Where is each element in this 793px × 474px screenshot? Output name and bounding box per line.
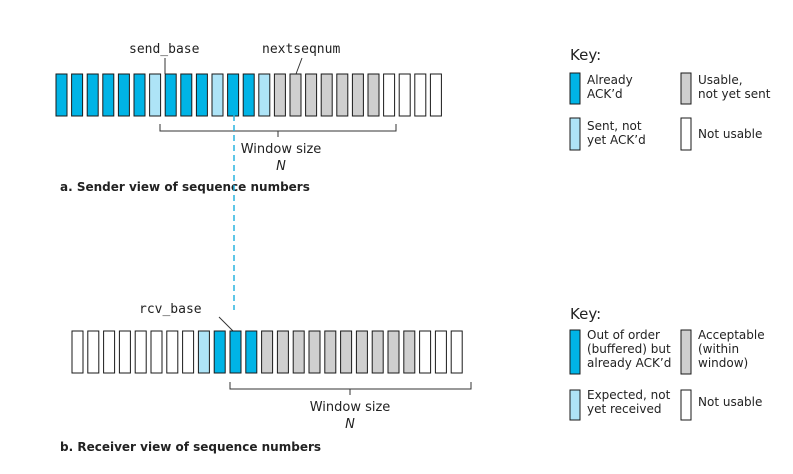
sender-cell-usable (305, 73, 318, 117)
sender-cell-acked (227, 73, 240, 117)
receiver-key-swatch-ooo (569, 329, 581, 375)
receiver-cell-acceptable (355, 330, 368, 374)
receiver-key-swatch-acceptable (680, 329, 692, 375)
sender-key-label-acked: ACK’d (587, 87, 623, 101)
sender-cell-acked (55, 73, 68, 117)
receiver-cell-acceptable (403, 330, 416, 374)
receiver-caption: b. Receiver view of sequence numbers (60, 440, 321, 454)
receiver-cell-acceptable (308, 330, 321, 374)
receiver-key-label-expected: Expected, not (587, 388, 671, 402)
receiver-sequence-cells (71, 330, 463, 374)
receiver-key-swatch-not (680, 389, 692, 421)
sender-view: send_base nextseqnum Window size N a. Se… (55, 42, 771, 194)
receiver-key-label-not: Not usable (698, 395, 762, 409)
receiver-key-label-acceptable: (within (698, 342, 739, 356)
send-base-label: send_base (129, 42, 200, 57)
receiver-key-label-ooo: already ACK’d (587, 356, 671, 370)
receiver-cell-not (134, 330, 147, 374)
sender-cell-usable (367, 73, 380, 117)
sender-key-label-usable: Usable, (698, 73, 743, 87)
sender-key-label-acked: Already (587, 73, 633, 87)
nextseqnum-label: nextseqnum (262, 42, 340, 57)
sender-cell-sent (211, 73, 224, 117)
sender-caption: a. Sender view of sequence numbers (60, 180, 310, 194)
sender-key-swatch-sent (569, 117, 581, 151)
rcv-base-pointer (218, 316, 234, 332)
receiver-cell-not (419, 330, 432, 374)
receiver-cell-not (87, 330, 100, 374)
receiver-key-label-acceptable: window) (698, 356, 748, 370)
receiver-cell-not (118, 330, 131, 374)
receiver-cell-not (434, 330, 447, 374)
sender-cell-acked (195, 73, 208, 117)
receiver-cell-ooo (229, 330, 242, 374)
sender-window-bracket (159, 124, 397, 132)
receiver-window-var: N (345, 417, 355, 432)
receiver-cell-expected (197, 330, 210, 374)
receiver-window-label: Window size (310, 400, 391, 415)
sender-cell-not (383, 73, 396, 117)
sender-cell-acked (117, 73, 130, 117)
receiver-cell-ooo (245, 330, 258, 374)
receiver-cell-acceptable (340, 330, 353, 374)
receiver-cell-not (166, 330, 179, 374)
sender-cell-not (414, 73, 427, 117)
sender-cell-sent (258, 73, 271, 117)
receiver-cell-acceptable (292, 330, 305, 374)
sender-cell-usable (320, 73, 333, 117)
sender-cell-acked (71, 73, 84, 117)
sender-cell-acked (180, 73, 193, 117)
receiver-cell-not (71, 330, 84, 374)
receiver-key-label-acceptable: Acceptable (698, 328, 765, 342)
sender-window-label: Window size (241, 142, 322, 157)
rcv-base-label: rcv_base (139, 302, 202, 317)
receiver-cell-ooo (213, 330, 226, 374)
sender-cell-acked (133, 73, 146, 117)
receiver-key-swatch-expected (569, 389, 581, 421)
sender-key-swatch-acked (569, 72, 581, 105)
receiver-view: rcv_base Window size N b. Receiver view … (60, 302, 765, 454)
receiver-cell-acceptable (276, 330, 289, 374)
sender-cell-usable (273, 73, 286, 117)
receiver-window-bracket (229, 382, 472, 390)
sender-cell-sent (149, 73, 162, 117)
sender-cell-usable (351, 73, 364, 117)
sender-cell-usable (336, 73, 349, 117)
receiver-cell-acceptable (387, 330, 400, 374)
receiver-key-label-expected: yet received (587, 402, 661, 416)
sender-key-label-sent: Sent, not (587, 119, 642, 133)
sender-cell-acked (86, 73, 99, 117)
receiver-cell-not (182, 330, 195, 374)
nextseqnum-pointer (295, 57, 303, 75)
receiver-key-label-ooo: (buffered) but (587, 342, 671, 356)
receiver-cell-not (150, 330, 163, 374)
receiver-cell-not (103, 330, 116, 374)
sender-key-swatch-not (680, 117, 692, 151)
receiver-cell-not (450, 330, 463, 374)
receiver-key-title: Key: (570, 305, 601, 323)
receiver-key-label-ooo: Out of order (587, 328, 660, 342)
sender-cell-usable (289, 73, 302, 117)
sender-cell-acked (242, 73, 255, 117)
sender-window-var: N (276, 159, 286, 174)
sender-key-swatch-usable (680, 72, 692, 105)
receiver-cell-acceptable (371, 330, 384, 374)
sender-sequence-cells (55, 73, 442, 117)
sender-cell-not (398, 73, 411, 117)
sender-key-label-usable: not yet sent (698, 87, 771, 101)
sender-key-title: Key: (570, 46, 601, 64)
receiver-cell-acceptable (324, 330, 337, 374)
sender-cell-not (429, 73, 442, 117)
sender-cell-acked (164, 73, 177, 117)
receiver-cell-acceptable (261, 330, 274, 374)
sender-cell-acked (102, 73, 115, 117)
sender-key-label-sent: yet ACK’d (587, 133, 646, 147)
sender-key-label-not: Not usable (698, 127, 762, 141)
